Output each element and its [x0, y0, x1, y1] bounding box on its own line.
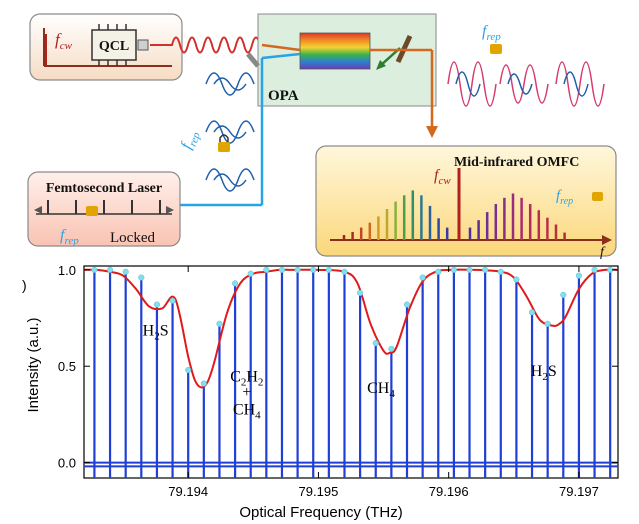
- fit-point: [138, 274, 145, 281]
- fit-point: [528, 309, 536, 316]
- x-axis-label: Optical Frequency (THz): [239, 504, 402, 521]
- opa-crystal-icon: [299, 32, 371, 70]
- beam-blue: [261, 52, 301, 60]
- fit-point: [169, 297, 176, 304]
- fit-point: [232, 280, 239, 287]
- absorption-chart: 79.194 79.195 79.196 79.197 0.0 0.5 1.0 H2S C2…: [22, 263, 619, 521]
- x-tick-label: 79.195: [299, 484, 339, 499]
- cw-wave: [150, 36, 261, 54]
- fit-point: [435, 268, 442, 275]
- qcl-panel: fcw QCL: [29, 13, 183, 81]
- lock-icon: [218, 134, 230, 152]
- femtosecond-laser-panel: Femtosecond Laser frep Locked: [27, 171, 181, 247]
- fit-point: [294, 266, 301, 273]
- omfc-lock-icon: [592, 192, 603, 201]
- top-frep-label: frep: [482, 23, 501, 43]
- arrow-down-icon: [426, 126, 438, 138]
- top-lock-icon: [490, 44, 502, 54]
- omfc-fcw-label: fcw: [434, 167, 451, 187]
- fit-point: [341, 268, 348, 275]
- annotation-label: +: [242, 384, 251, 401]
- annotation-label: C2H2: [230, 369, 263, 389]
- fit-point: [513, 276, 520, 283]
- panel-label: ): [22, 277, 27, 293]
- fit-point: [403, 301, 411, 308]
- beam-orange: [261, 43, 301, 52]
- fit-point: [419, 274, 426, 281]
- annotation-label: H2S: [143, 322, 169, 342]
- fit-point: [185, 367, 192, 374]
- baseline: [84, 461, 618, 468]
- frep-label-vertical: frep: [178, 128, 203, 153]
- fit-dots: [91, 266, 614, 387]
- fit-point: [278, 266, 286, 273]
- y-tick-label: 1.0: [58, 263, 76, 278]
- fit-point: [450, 266, 457, 273]
- fit-point: [325, 266, 332, 273]
- fit-point: [310, 266, 317, 273]
- femto-frep-label: frep: [60, 227, 79, 247]
- fit-point: [497, 268, 504, 275]
- omfc-frep-label: frep: [556, 188, 573, 207]
- femto-label: Femtosecond Laser: [46, 181, 162, 196]
- fit-point: [200, 380, 207, 387]
- x-tick-label: 79.196: [429, 484, 469, 499]
- locked-label: Locked: [110, 230, 155, 246]
- fit-point: [575, 272, 582, 279]
- qcl-fcw-label: fcw: [55, 30, 73, 52]
- omfc-label: Mid-infrared OMFC: [454, 155, 579, 170]
- y-axis-label: Intensity (a.u.): [25, 317, 42, 412]
- y-tick-label: 0.5: [58, 359, 76, 374]
- fit-point: [482, 266, 489, 273]
- y-tick-label: 0.0: [58, 456, 76, 471]
- fit-point: [153, 301, 160, 308]
- red-pulses: [447, 61, 605, 107]
- fit-point: [388, 345, 395, 352]
- comb-bars: [342, 190, 566, 240]
- fit-point: [263, 266, 270, 273]
- comb-lines: [93, 269, 612, 478]
- fit-point: [544, 320, 551, 327]
- annotation-label: CH4: [367, 380, 395, 400]
- blue-pulses: [205, 72, 255, 192]
- omfc-f-axis-label: f: [600, 245, 606, 260]
- qcl-label: QCL: [99, 39, 129, 54]
- fit-point: [372, 340, 379, 347]
- x-tick-label: 79.197: [559, 484, 599, 499]
- fit-point: [216, 320, 223, 327]
- annotation-label: CH4: [233, 401, 261, 421]
- opa-panel: OPA: [257, 13, 437, 107]
- fit-point: [91, 266, 98, 273]
- x-ticks: 79.194 79.195 79.196 79.197: [168, 266, 599, 499]
- fit-point: [357, 289, 364, 297]
- annotation-label: H2S: [531, 363, 557, 383]
- fit-point: [466, 266, 473, 273]
- fit-point: [560, 291, 567, 298]
- femto-lock-icon: [86, 206, 98, 216]
- omfc-panel: Mid-infrared OMFC fcw f frep: [315, 145, 617, 260]
- x-tick-label: 79.194: [168, 484, 208, 499]
- beam-combiner-icon: [246, 52, 260, 68]
- fit-point: [122, 268, 129, 275]
- y-ticks: 0.0 0.5 1.0: [58, 263, 618, 471]
- opa-label: OPA: [268, 88, 299, 104]
- fit-point: [247, 270, 254, 277]
- fit-point: [106, 266, 114, 273]
- qcl-chip-icon: [91, 29, 137, 61]
- fit-point: [591, 266, 598, 273]
- fit-curve: [83, 268, 619, 389]
